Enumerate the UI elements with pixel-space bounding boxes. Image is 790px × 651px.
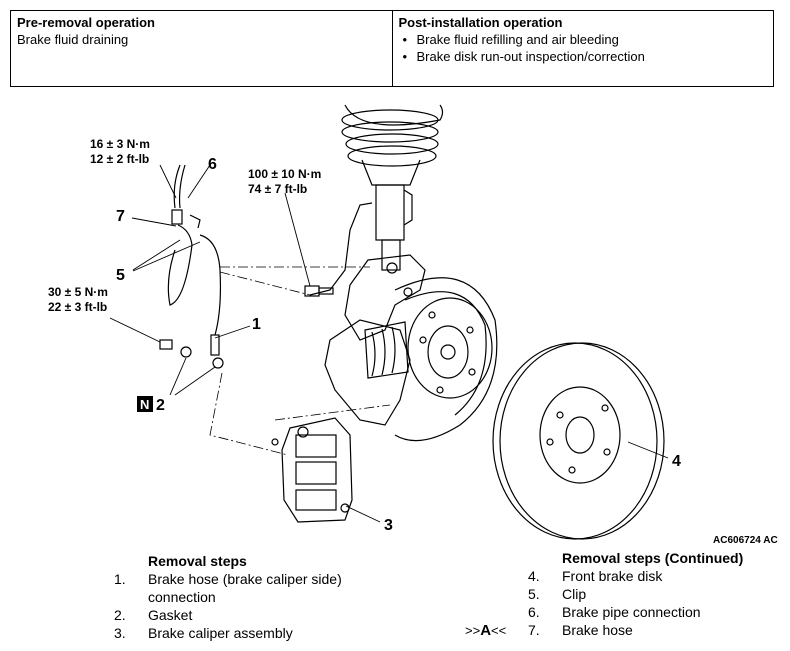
knuckle-drawing <box>324 254 426 426</box>
pre-removal-heading: Pre-removal operation <box>17 15 155 30</box>
torque-hose-ftlb: 12 ± 2 ft-lb <box>90 152 149 166</box>
hose-bolt-drawing <box>159 339 224 369</box>
dust-shield-drawing <box>394 277 498 442</box>
operations-table: Pre-removal operation Brake fluid draini… <box>10 10 774 87</box>
callout-3: 3 <box>384 517 393 534</box>
list-item: 3.Brake caliper assembly <box>114 625 293 641</box>
removal-steps-continued: Removal steps (Continued) 4.Front brake … <box>528 549 743 639</box>
list-item: 7.Brake hose <box>528 622 633 638</box>
brake-hose-drawing <box>167 164 222 356</box>
list-item: 6.Brake pipe connection <box>528 604 701 620</box>
callout-6: 6 <box>208 156 217 173</box>
list-item: 4.Front brake disk <box>528 568 663 584</box>
removal-steps-heading: Removal steps <box>148 553 247 569</box>
list-item: connection <box>148 589 216 605</box>
torque-bolt-ftlb: 22 ± 3 ft-lb <box>48 300 107 314</box>
brake-pipe-drawing <box>309 202 373 296</box>
brake-disk-drawing <box>492 342 665 540</box>
callout-2: 2 <box>156 397 165 414</box>
pre-removal-cell: Pre-removal operation Brake fluid draini… <box>11 11 392 86</box>
hub-drawing <box>364 297 493 399</box>
torque-hose-nm: 16 ± 3 N·m <box>90 137 150 151</box>
torque-bolt-nm: 30 ± 5 N·m <box>48 285 108 299</box>
list-item: 1.Brake hose (brake caliper side) <box>114 571 342 587</box>
torque-caliper-ftlb: 74 ± 7 ft-lb <box>248 182 307 196</box>
nonreusable-mark: N <box>140 397 149 412</box>
callout-1: 1 <box>252 316 261 333</box>
list-item: 2.Gasket <box>114 607 193 623</box>
figure-code: AC606724 AC <box>713 535 778 546</box>
service-reference: >>A<< <box>465 622 507 639</box>
post-installation-item: Brake disk run-out inspection/correction <box>399 48 768 65</box>
post-installation-cell: Post-installation operation Brake fluid … <box>391 11 774 86</box>
brake-exploded-diagram: 16 ± 3 N·m 12 ± 2 ft-lb 100 ± 10 N·m 74 … <box>48 104 778 546</box>
pre-removal-text: Brake fluid draining <box>17 32 129 47</box>
torque-caliper-nm: 100 ± 10 N·m <box>248 167 321 181</box>
brake-caliper-drawing <box>271 417 353 523</box>
caliper-bolt-drawing <box>304 285 334 297</box>
removal-steps-continued-heading: Removal steps (Continued) <box>562 550 744 566</box>
callout-5: 5 <box>116 267 125 284</box>
strut-spring-drawing <box>341 104 444 271</box>
callout-7: 7 <box>116 208 125 225</box>
post-installation-item: Brake fluid refilling and air bleeding <box>399 31 768 48</box>
post-installation-list: Brake fluid refilling and air bleeding B… <box>399 31 768 65</box>
post-installation-heading: Post-installation operation <box>398 15 563 30</box>
list-item: 5.Clip <box>528 586 587 602</box>
callout-4: 4 <box>672 453 681 470</box>
removal-steps: Removal steps 1.Brake hose (brake calipe… <box>114 552 342 642</box>
nonreusable-badge: N <box>137 396 153 412</box>
